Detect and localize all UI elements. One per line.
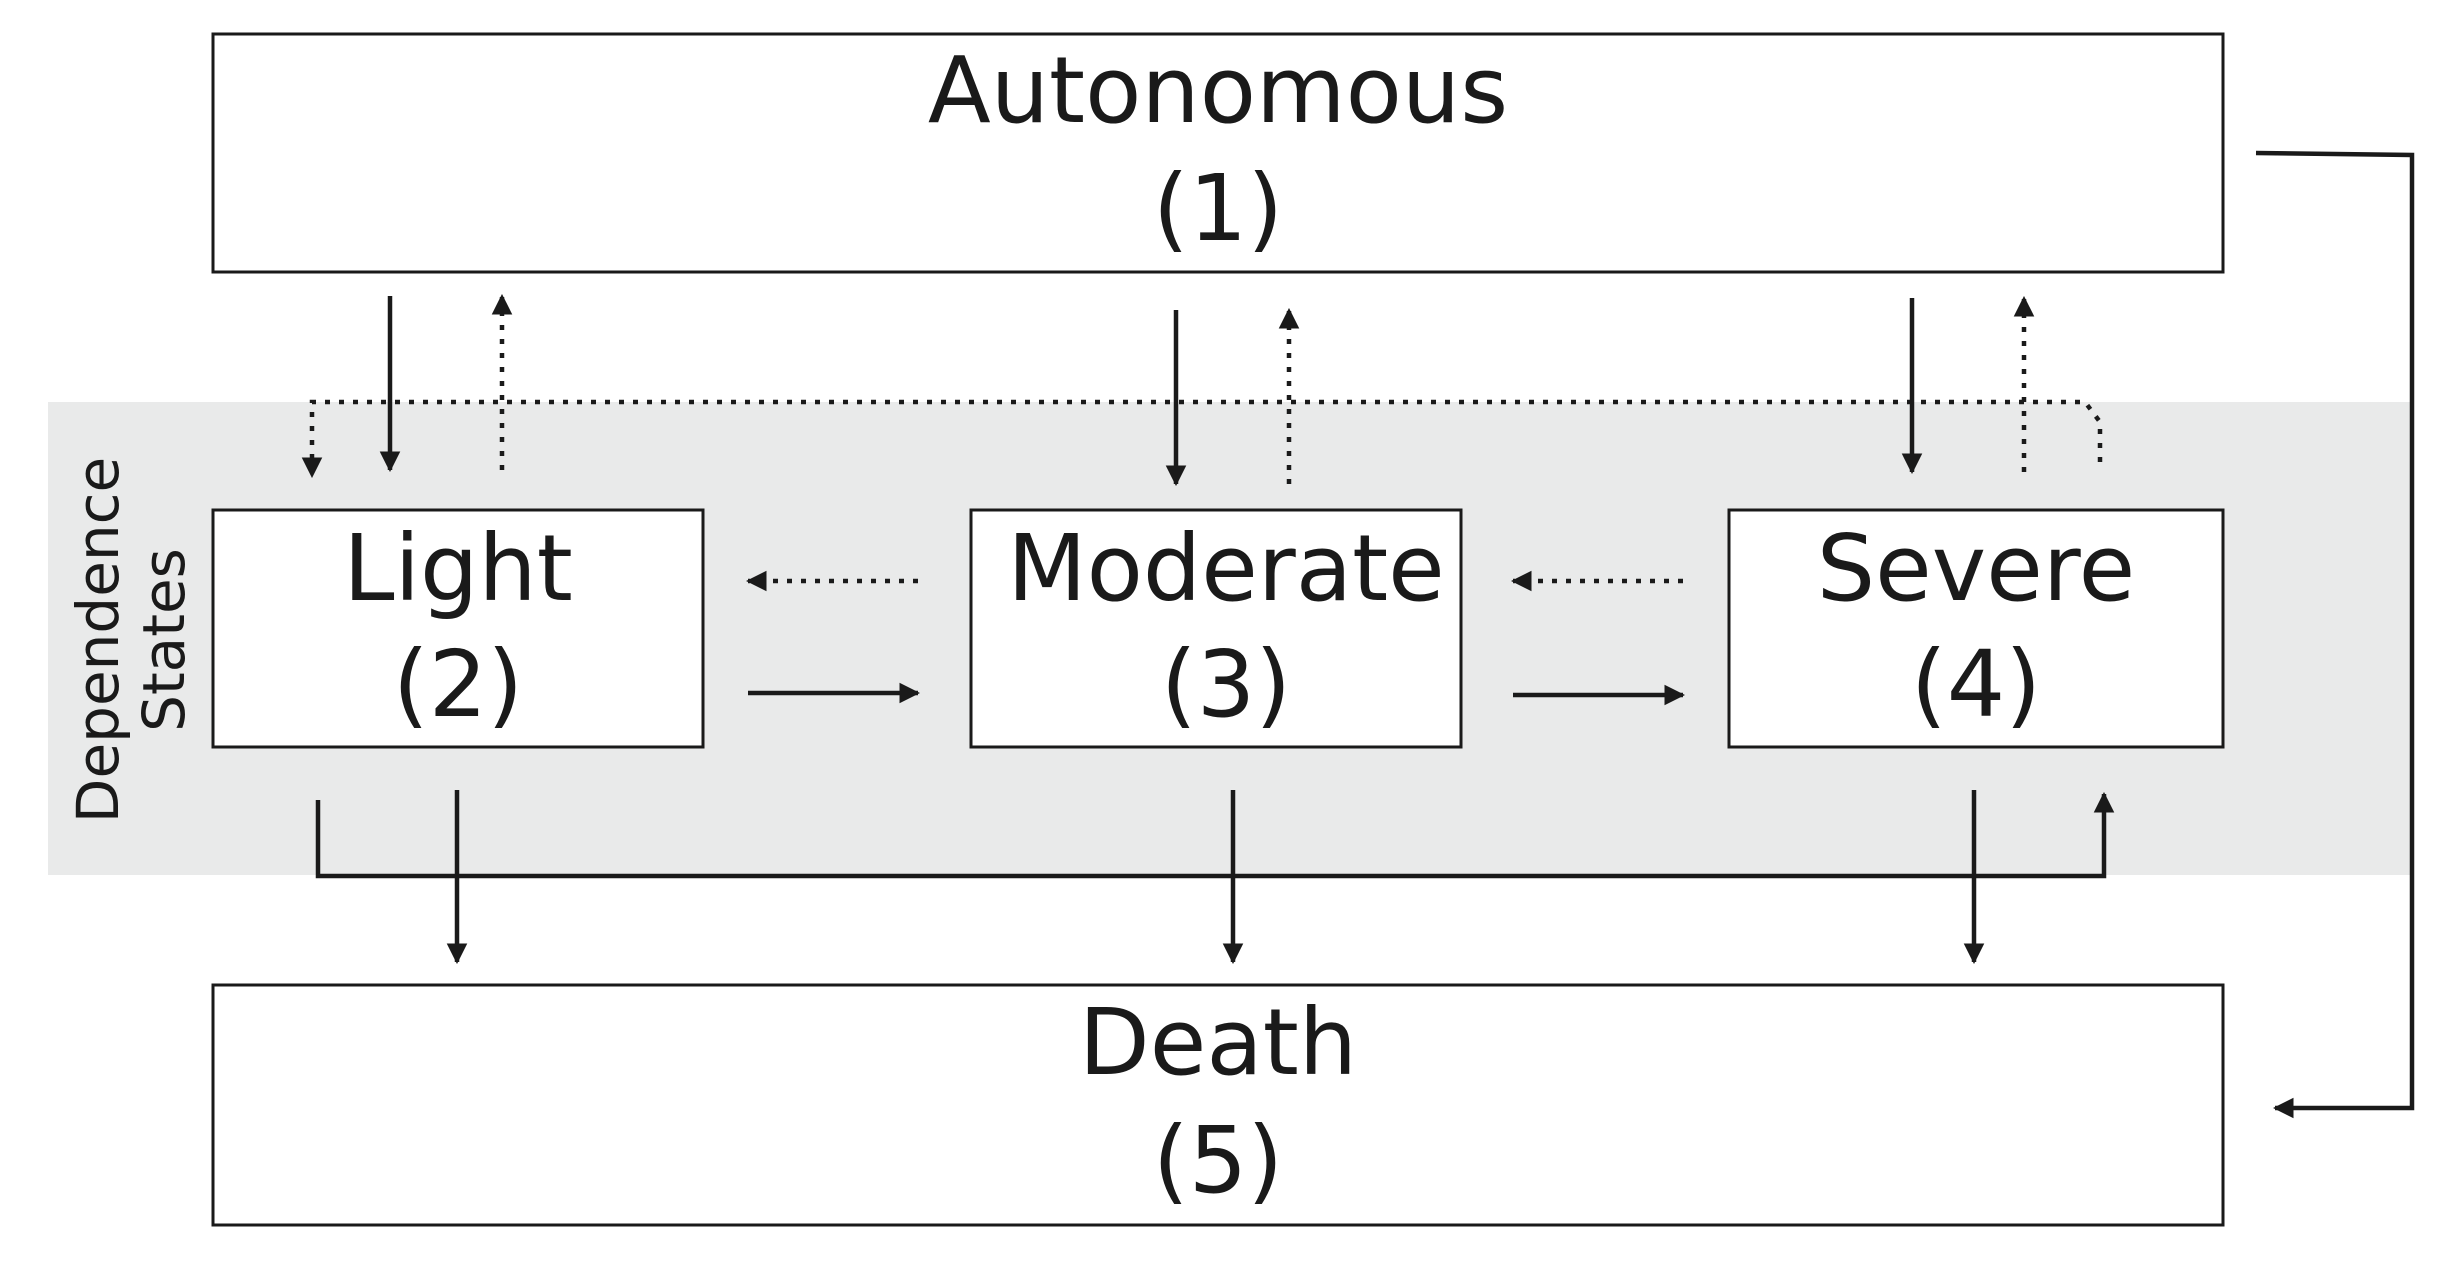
state-box-death: Death (5) [211, 983, 2225, 1227]
state-box-autonomous: Autonomous (1) [211, 32, 2225, 274]
state-box-light: Light (2) [211, 508, 705, 749]
band-label-line1: Dependence [64, 457, 132, 823]
state-box-moderate: Moderate (3) [969, 508, 1463, 749]
dotted-path-severe-to-light [301, 399, 2103, 479]
severe-name: Severe [1817, 515, 2135, 622]
arrow-autonomous-to-death [2255, 150, 2415, 1119]
severe-number: (4) [1911, 631, 2041, 738]
state-box-severe: Severe (4) [1727, 508, 2225, 749]
light-name: Light [343, 515, 573, 622]
band-label-line2: States [130, 548, 198, 732]
moderate-number: (3) [1161, 631, 1291, 738]
light-number: (2) [393, 631, 523, 738]
dependence-states-label: Dependence States [64, 457, 198, 823]
autonomous-name: Autonomous [928, 37, 1508, 144]
death-number: (5) [1153, 1107, 1283, 1214]
moderate-name: Moderate [1007, 515, 1445, 622]
path-light-to-severe [315, 791, 2115, 879]
death-name: Death [1079, 989, 1357, 1096]
autonomous-number: (1) [1153, 155, 1283, 262]
